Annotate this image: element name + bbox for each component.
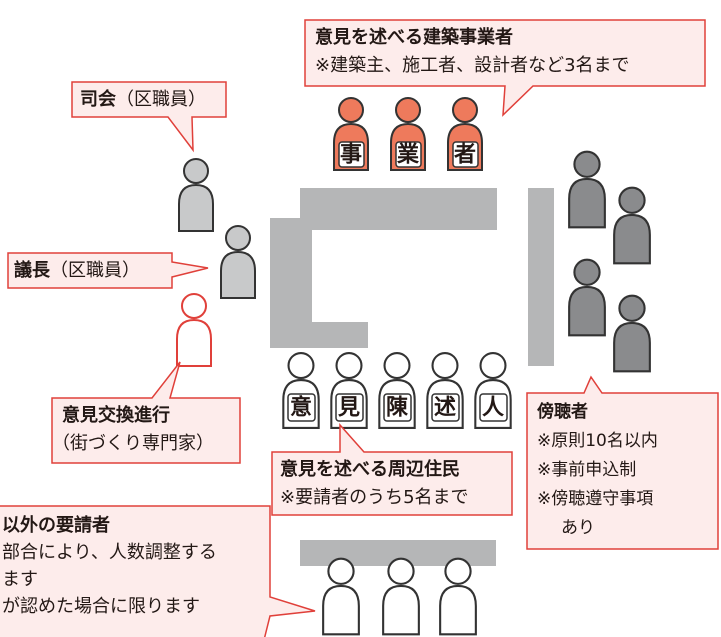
other-requesters-callout: [0, 505, 316, 637]
business-operator-seat-labels: 事 業 者: [338, 141, 479, 168]
moderator-title: 司会: [80, 89, 116, 110]
seat-label-gyo: 業: [397, 143, 420, 168]
other-requester-seats: [322, 557, 477, 636]
spectators-note-4: あり: [561, 518, 595, 538]
spectator-seats: [568, 150, 651, 373]
chairperson-title: 議長: [14, 260, 50, 281]
moderator-callout: [71, 81, 227, 153]
other-requesters-title: 以外の要請者: [2, 515, 110, 536]
chairperson-text: 議長（区職員）: [14, 259, 140, 283]
seat-label-ken: 見: [338, 396, 360, 421]
moderator-text: 司会（区職員）: [80, 88, 206, 112]
moderator-person: [177, 158, 215, 233]
chairperson-suffix: （区職員）: [50, 260, 140, 281]
business-operator-text: 意見を述べる建築事業者 ※建築主、施工者、設計者など3名まで: [315, 24, 630, 80]
residents-note: ※要請者のうち5名まで: [280, 487, 469, 508]
spectators-text: 傍聴者 ※原則10名以内 ※事前申込制 ※傍聴遵守事項 あり: [537, 398, 658, 543]
spectators-note-2: ※事前申込制: [537, 460, 637, 480]
facilitator-note: （街づくり専門家）: [52, 433, 214, 454]
facilitator-title: 意見交換進行: [62, 405, 170, 426]
other-requesters-line-3: が認めた場合に限ります: [2, 596, 200, 617]
chairperson-callout: [7, 252, 209, 289]
other-requesters-line-2: ます: [2, 569, 38, 590]
table-left-upper: [270, 218, 312, 336]
facilitator-callout: [51, 361, 241, 464]
facilitator-person: [175, 293, 213, 368]
other-requesters-line-1: 部合により、人数調整する: [2, 542, 217, 563]
business-operator-title: 意見を述べる建築事業者: [315, 27, 513, 48]
seat-label-jutsu: 述: [434, 396, 456, 421]
spectators-note-3: ※傍聴遵守事項: [537, 489, 654, 509]
seat-label-ji: 事: [340, 142, 362, 168]
facilitator-text: 意見交換進行 （街づくり専門家）: [52, 402, 214, 458]
spectators-callout: [526, 375, 719, 550]
resident-seat-labels: 意 見 陳 述 人: [287, 393, 508, 422]
moderator-suffix: （区職員）: [116, 89, 206, 110]
table-left-lower: [270, 322, 368, 348]
residents-text: 意見を述べる周辺住民 ※要請者のうち5名まで: [280, 456, 469, 512]
seat-label-i: 意: [290, 395, 312, 421]
business-operator-note: ※建築主、施工者、設計者など3名まで: [315, 55, 630, 76]
spectators-note-1: ※原則10名以内: [537, 431, 658, 451]
table-right: [528, 188, 554, 366]
other-requesters-text: 以外の要請者 部合により、人数調整する ます が認めた場合に限ります: [2, 512, 217, 620]
residents-callout: [271, 423, 513, 516]
residents-title: 意見を述べる周辺住民: [280, 459, 460, 480]
business-operator-callout: [304, 19, 706, 117]
spectators-title: 傍聴者: [537, 402, 588, 422]
seat-label-sha: 者: [453, 143, 476, 168]
table-top: [300, 188, 497, 230]
chairperson-person: [219, 225, 257, 300]
seat-label-chin: 陳: [386, 395, 409, 421]
seat-label-nin: 人: [482, 396, 504, 421]
